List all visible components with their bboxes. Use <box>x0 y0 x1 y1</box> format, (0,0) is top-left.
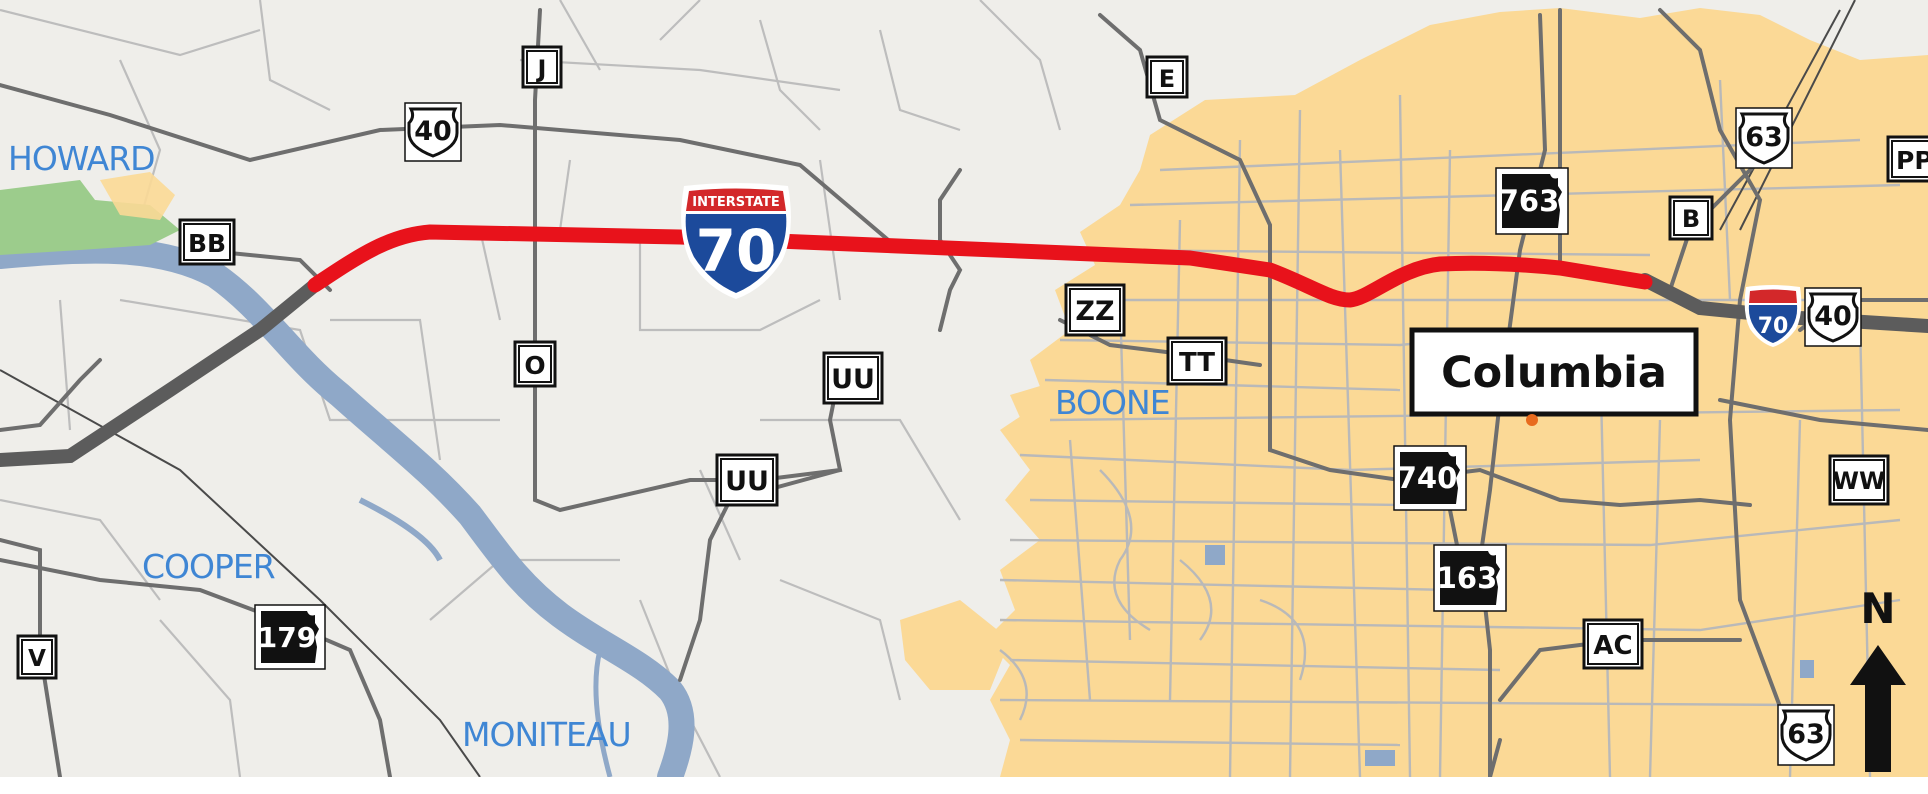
county-label-cooper: COOPER <box>142 547 275 586</box>
svg-text:70: 70 <box>1758 314 1789 339</box>
city-center-marker <box>1526 414 1538 426</box>
svg-text:PP: PP <box>1896 146 1928 175</box>
svg-text:O: O <box>524 351 545 380</box>
state-route-shield-179: 179 <box>254 604 326 670</box>
us-route-shield-63: 63 <box>1735 107 1793 169</box>
park-area <box>0 180 180 255</box>
route-shield-bb: BB <box>178 218 236 266</box>
city-label-columbia: Columbia <box>1409 327 1699 417</box>
svg-text:UU: UU <box>725 466 769 497</box>
water-body <box>1205 545 1225 565</box>
svg-text:BB: BB <box>188 229 226 258</box>
river-tributary <box>593 649 613 777</box>
svg-text:63: 63 <box>1787 719 1825 750</box>
bottom-margin <box>0 777 1928 794</box>
river-tributary <box>358 497 443 562</box>
svg-text:40: 40 <box>1814 301 1852 332</box>
north-arrow-label: N <box>1860 584 1895 633</box>
svg-text:763: 763 <box>1499 184 1560 218</box>
svg-text:INTERSTATE: INTERSTATE <box>692 195 780 210</box>
route-shield-uu: UU <box>715 453 779 507</box>
us-route-shield-40: 40 <box>1804 287 1862 347</box>
svg-text:WW: WW <box>1833 467 1886 495</box>
svg-text:ZZ: ZZ <box>1075 296 1114 327</box>
route-shield-e: E <box>1145 55 1189 99</box>
svg-text:179: 179 <box>258 621 316 654</box>
svg-text:Columbia: Columbia <box>1441 348 1667 398</box>
urban-area-small <box>100 172 175 220</box>
svg-text:V: V <box>28 646 46 672</box>
route-shield-uu: UU <box>822 351 884 405</box>
route-shield-o: O <box>513 340 557 388</box>
project-corridor <box>307 224 1653 308</box>
svg-text:163: 163 <box>1437 561 1498 595</box>
route-shield-b: B <box>1668 195 1714 241</box>
svg-text:J: J <box>536 55 547 83</box>
county-label-boone: BOONE <box>1055 383 1170 422</box>
route-shield-ac: AC <box>1582 618 1644 670</box>
svg-text:AC: AC <box>1593 631 1632 661</box>
county-label-moniteau: MONITEAU <box>462 715 631 754</box>
interstate-70-west <box>0 278 322 467</box>
county-label-howard: HOWARD <box>8 139 155 178</box>
route-shield-pp: PP <box>1886 135 1928 183</box>
svg-text:740: 740 <box>1397 461 1458 495</box>
interstate-70-shield: INTERSTATE 70 <box>681 183 791 299</box>
svg-text:40: 40 <box>414 116 452 147</box>
state-route-shield-163: 163 <box>1433 544 1507 612</box>
state-route-shield-763: 763 <box>1495 167 1569 235</box>
svg-text:UU: UU <box>831 364 875 395</box>
route-shield-zz: ZZ <box>1064 283 1126 337</box>
us-route-shield-63: 63 <box>1777 704 1835 766</box>
urban-street-grid <box>999 79 1901 777</box>
rural-roads <box>0 0 1062 777</box>
interstate-shield-small: 70 <box>1744 285 1802 347</box>
svg-text:TT: TT <box>1179 348 1215 378</box>
north-arrow: N <box>1850 584 1906 772</box>
state-route-shield-740: 740 <box>1393 445 1467 511</box>
water-body <box>1365 750 1395 766</box>
route-shield-j: J <box>521 45 563 89</box>
svg-text:B: B <box>1682 205 1700 233</box>
missouri-river <box>0 237 695 777</box>
us-route-shield-40: 40 <box>404 102 462 162</box>
svg-text:63: 63 <box>1745 122 1783 153</box>
svg-text:E: E <box>1159 65 1175 93</box>
svg-text:70: 70 <box>696 217 777 285</box>
route-shield-tt: TT <box>1166 336 1228 386</box>
route-shield-v: V <box>16 634 58 680</box>
water-body <box>1800 660 1814 678</box>
route-shield-ww: WW <box>1828 454 1890 506</box>
